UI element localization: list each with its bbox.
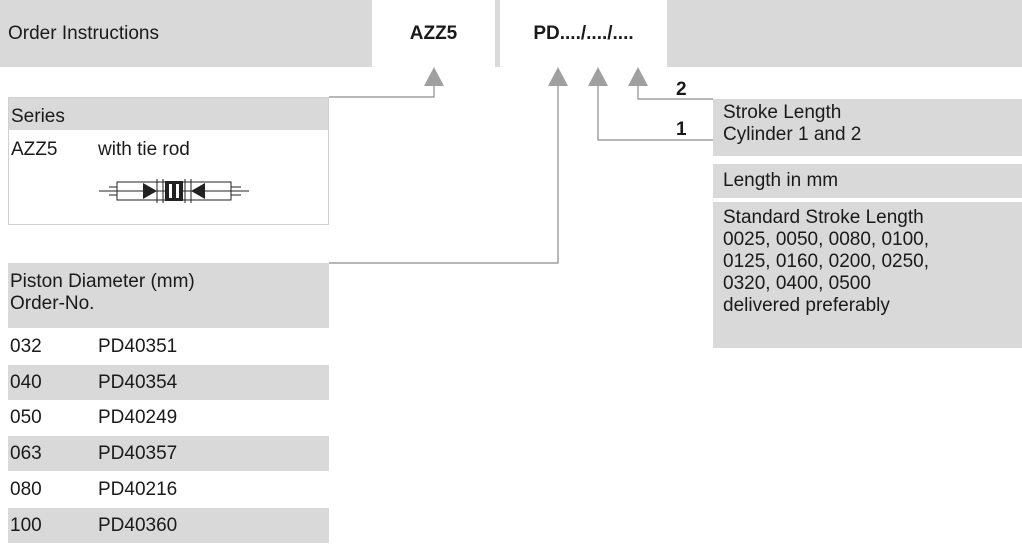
stroke1-arrow-icon	[588, 67, 608, 86]
length-unit-box: Length in mm	[713, 164, 1022, 198]
piston-diameter-cell: 032	[10, 336, 42, 357]
order-number-cell: PD40249	[98, 407, 178, 428]
stroke1-connector-line	[597, 86, 713, 141]
connector-label-2: 2	[676, 79, 687, 100]
piston-diameter-cell: 050	[10, 407, 42, 428]
piston-diameter-table: Piston Diameter (mm) Order-No. 032 PD403…	[8, 263, 329, 549]
order-instructions-title: Order Instructions	[8, 23, 159, 44]
series-description: with tie rod	[98, 139, 190, 160]
stroke2-arrow-icon	[628, 67, 648, 86]
standard-stroke-box: Standard Stroke Length 0025, 0050, 0080,…	[713, 202, 1022, 348]
standard-stroke-line: Standard Stroke Length	[723, 207, 924, 228]
table-row: 050 PD40249	[8, 400, 329, 435]
table-row: 040 PD40354	[8, 365, 329, 400]
suffix-code-box: PD..../..../....	[500, 0, 667, 67]
piston-connector-line	[329, 86, 559, 264]
piston-diameter-cell: 080	[10, 479, 42, 500]
series-code-box: AZZ5	[372, 0, 495, 67]
table-row: 080 PD40216	[8, 472, 329, 507]
order-number-cell: PD40357	[98, 443, 178, 464]
piston-diameter-cell: 040	[10, 372, 42, 393]
series-arrow-icon	[424, 67, 444, 86]
stroke-length-heading-box: Stroke Length Cylinder 1 and 2	[713, 99, 1022, 156]
table-row: 032 PD40351	[8, 329, 329, 364]
piston-arrow-icon	[548, 67, 568, 86]
series-connector-line	[329, 86, 435, 98]
order-number-cell: PD40351	[98, 336, 178, 357]
series-heading: Series	[9, 98, 328, 130]
standard-stroke-line: 0320, 0400, 0500	[723, 273, 871, 294]
stroke-heading-line2: Cylinder 1 and 2	[723, 124, 862, 145]
series-code: AZZ5	[11, 139, 58, 160]
piston-heading-line1: Piston Diameter (mm)	[10, 271, 195, 292]
connector-label-1: 1	[676, 119, 687, 140]
standard-stroke-line: 0125, 0160, 0200, 0250,	[723, 251, 930, 272]
piston-heading-line2: Order-No.	[10, 293, 95, 314]
table-row: 063 PD40357	[8, 436, 329, 471]
series-panel: Series AZZ5 with tie rod	[8, 97, 329, 225]
piston-diameter-cell: 100	[10, 515, 42, 536]
order-number-cell: PD40360	[98, 515, 178, 536]
stroke2-connector-line	[637, 86, 713, 100]
stroke-heading-line1: Stroke Length	[723, 102, 842, 123]
piston-diameter-cell: 063	[10, 443, 42, 464]
standard-stroke-line: delivered preferably	[723, 295, 890, 316]
piston-table-heading: Piston Diameter (mm) Order-No.	[8, 263, 329, 328]
order-number-cell: PD40216	[98, 479, 178, 500]
table-row: 100 PD40360	[8, 508, 329, 543]
standard-stroke-line: 0025, 0050, 0080, 0100,	[723, 229, 930, 250]
order-number-cell: PD40354	[98, 372, 178, 393]
tie-rod-cylinder-icon	[99, 179, 249, 203]
